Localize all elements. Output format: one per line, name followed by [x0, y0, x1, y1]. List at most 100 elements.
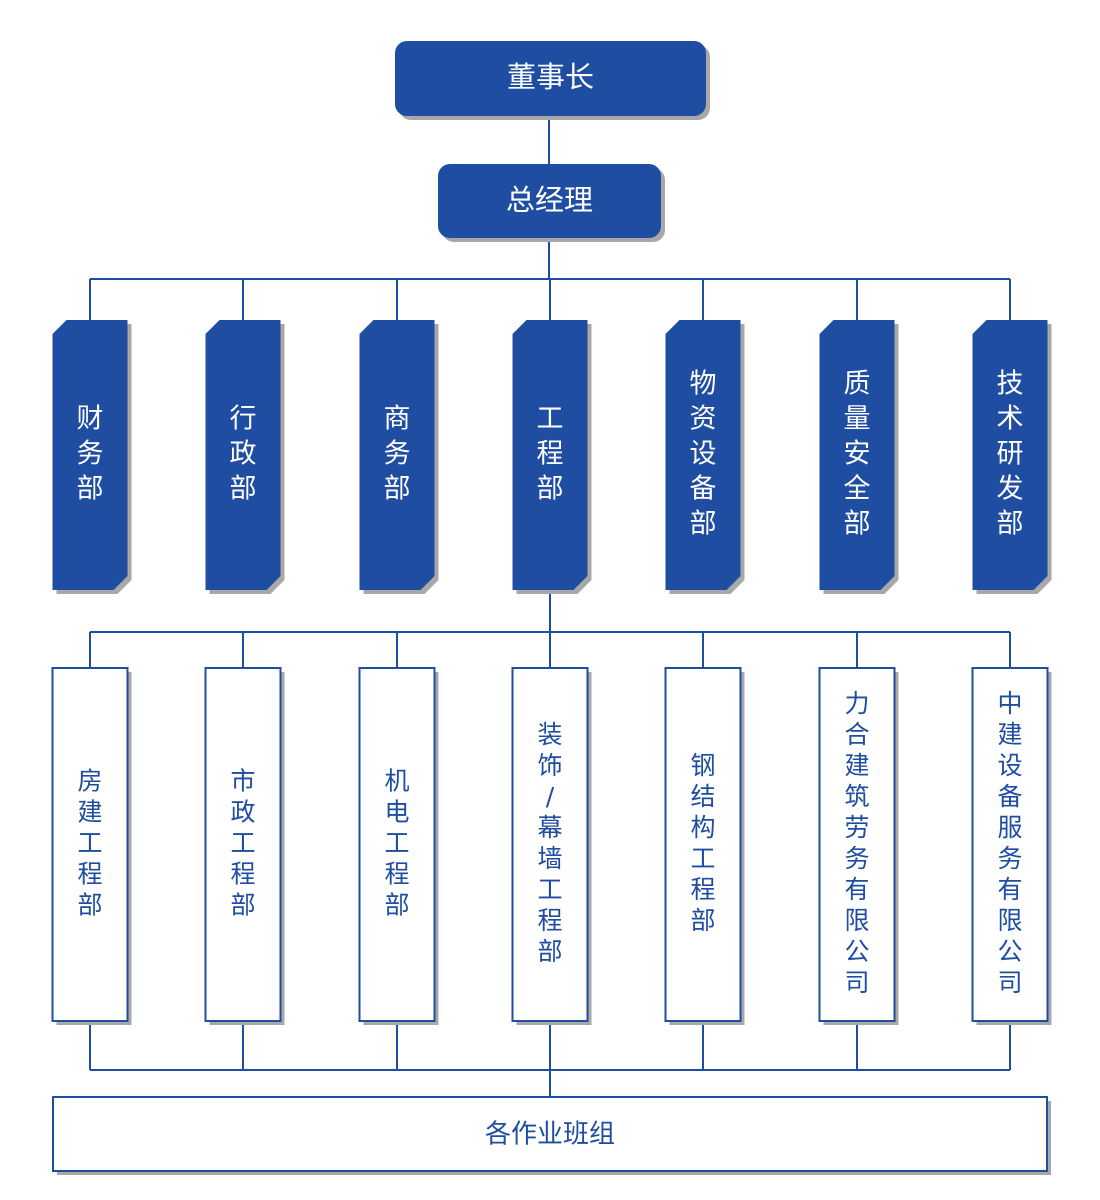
- engineering-unit-label-char: 程: [230, 860, 255, 889]
- engineering-unit-label-char: 筑: [844, 782, 869, 811]
- department-label-char: 部: [230, 474, 257, 505]
- engineering-unit-label-char: 限: [844, 906, 869, 935]
- engineering-unit-label-char: 程: [384, 860, 409, 889]
- engineering-unit-label-char: 有: [997, 875, 1022, 904]
- engineering-unit-label-char: 工: [77, 829, 102, 858]
- engineering-unit-label-char: 务: [997, 844, 1022, 873]
- department-label-char: 部: [997, 509, 1024, 540]
- department-label-char: 设: [690, 439, 717, 470]
- engineering-unit-label-char: 力: [844, 689, 869, 718]
- department-label-char: 财: [77, 404, 104, 435]
- department-label-char: 发: [997, 474, 1024, 505]
- department-label-char: 物: [690, 369, 717, 400]
- engineering-unit-label-char: 务: [844, 844, 869, 873]
- unit-box: [51, 667, 129, 1022]
- engineering-unit-label-char: 幕: [537, 813, 562, 842]
- department-label-char: 政: [230, 439, 257, 470]
- engineering-unit-label-char: 程: [537, 906, 562, 935]
- engineering-unit-label-char: 工: [230, 829, 255, 858]
- department-node: 财务部: [52, 320, 132, 594]
- engineering-unit-label-char: 公: [844, 937, 869, 966]
- department-label-char: 务: [384, 439, 411, 470]
- department-node: 行政部: [205, 320, 285, 594]
- department-box: [52, 320, 128, 590]
- engineering-unit-label-char: 饰: [537, 751, 562, 780]
- engineering-unit-label-char: 工: [690, 844, 715, 873]
- engineering-unit-row: 房建工程部市政工程部机电工程部装饰/幕墙工程部钢结构工程部力合建筑劳务有限公司中…: [51, 667, 1052, 1025]
- teams-node: 各作业班组: [52, 1096, 1051, 1175]
- engineering-unit-label-char: 合: [844, 720, 869, 749]
- general-manager-label: 总经理: [506, 183, 593, 217]
- engineering-unit-label-char: 政: [230, 798, 255, 827]
- engineering-unit-label-char: 司: [844, 968, 869, 997]
- engineering-unit-label-char: 部: [230, 891, 255, 920]
- department-label-char: 部: [690, 509, 717, 540]
- engineering-unit-label-char: 部: [690, 906, 715, 935]
- department-label-char: 务: [77, 439, 104, 470]
- engineering-unit-label-char: 墙: [537, 844, 562, 873]
- department-box: [972, 320, 1048, 590]
- engineering-unit-label-char: 有: [844, 875, 869, 904]
- engineering-unit-label-char: 电: [384, 798, 409, 827]
- department-node: 商务部: [359, 320, 439, 594]
- engineering-unit-label-char: 限: [997, 906, 1022, 935]
- engineering-unit-label-char: 部: [384, 891, 409, 920]
- engineering-unit-label-char: 装: [537, 720, 562, 749]
- engineering-unit-label-char: 房: [77, 767, 102, 796]
- department-box: [205, 320, 281, 590]
- department-label-char: 部: [77, 474, 104, 505]
- unit-box: [664, 667, 742, 1022]
- department-label-char: 术: [997, 404, 1024, 435]
- engineering-unit-label-char: 建: [77, 798, 102, 827]
- department-label-char: 程: [537, 439, 564, 470]
- engineering-unit-label-char: 部: [537, 937, 562, 966]
- department-label-char: 量: [844, 404, 871, 435]
- engineering-unit-label-char: 部: [77, 891, 102, 920]
- department-label-char: 部: [384, 474, 411, 505]
- engineering-unit-label-char: 司: [997, 968, 1022, 997]
- general-manager-node: 总经理: [438, 164, 665, 242]
- engineering-unit-label-char: 程: [77, 860, 102, 889]
- engineering-unit-label-char: 公: [997, 937, 1022, 966]
- engineering-unit-label-char: 中: [997, 689, 1022, 718]
- engineering-unit-label-char: 备: [997, 782, 1022, 811]
- department-node: 工程部: [512, 320, 592, 594]
- unit-box: [204, 667, 282, 1022]
- teams-label: 各作业班组: [485, 1120, 615, 1150]
- department-label-char: 资: [690, 404, 717, 435]
- engineering-unit-label-char: /: [546, 782, 555, 811]
- chairman-node: 董事长: [395, 41, 710, 120]
- department-label-char: 工: [537, 404, 564, 435]
- department-label-char: 研: [997, 439, 1024, 470]
- unit-box: [358, 667, 436, 1022]
- engineering-unit-label-char: 结: [690, 782, 715, 811]
- department-label-char: 全: [844, 474, 871, 505]
- department-label-char: 部: [844, 509, 871, 540]
- engineering-unit-label-char: 市: [230, 767, 255, 796]
- engineering-unit-label-char: 设: [997, 751, 1022, 780]
- department-label-char: 质: [844, 369, 871, 400]
- unit-box: [971, 667, 1049, 1022]
- engineering-unit-label-char: 机: [384, 767, 409, 796]
- engineering-unit-label-char: 服: [997, 813, 1022, 842]
- engineering-unit-label-char: 建: [997, 720, 1022, 749]
- department-box: [665, 320, 741, 590]
- department-label-char: 备: [690, 474, 717, 505]
- unit-box: [511, 667, 589, 1022]
- engineering-unit-label-char: 建: [844, 751, 869, 780]
- connectors: [89, 117, 1011, 1097]
- department-label-char: 部: [537, 474, 564, 505]
- engineering-unit-label-char: 工: [384, 829, 409, 858]
- engineering-unit-label-char: 程: [690, 875, 715, 904]
- engineering-unit-label-char: 钢: [690, 751, 715, 780]
